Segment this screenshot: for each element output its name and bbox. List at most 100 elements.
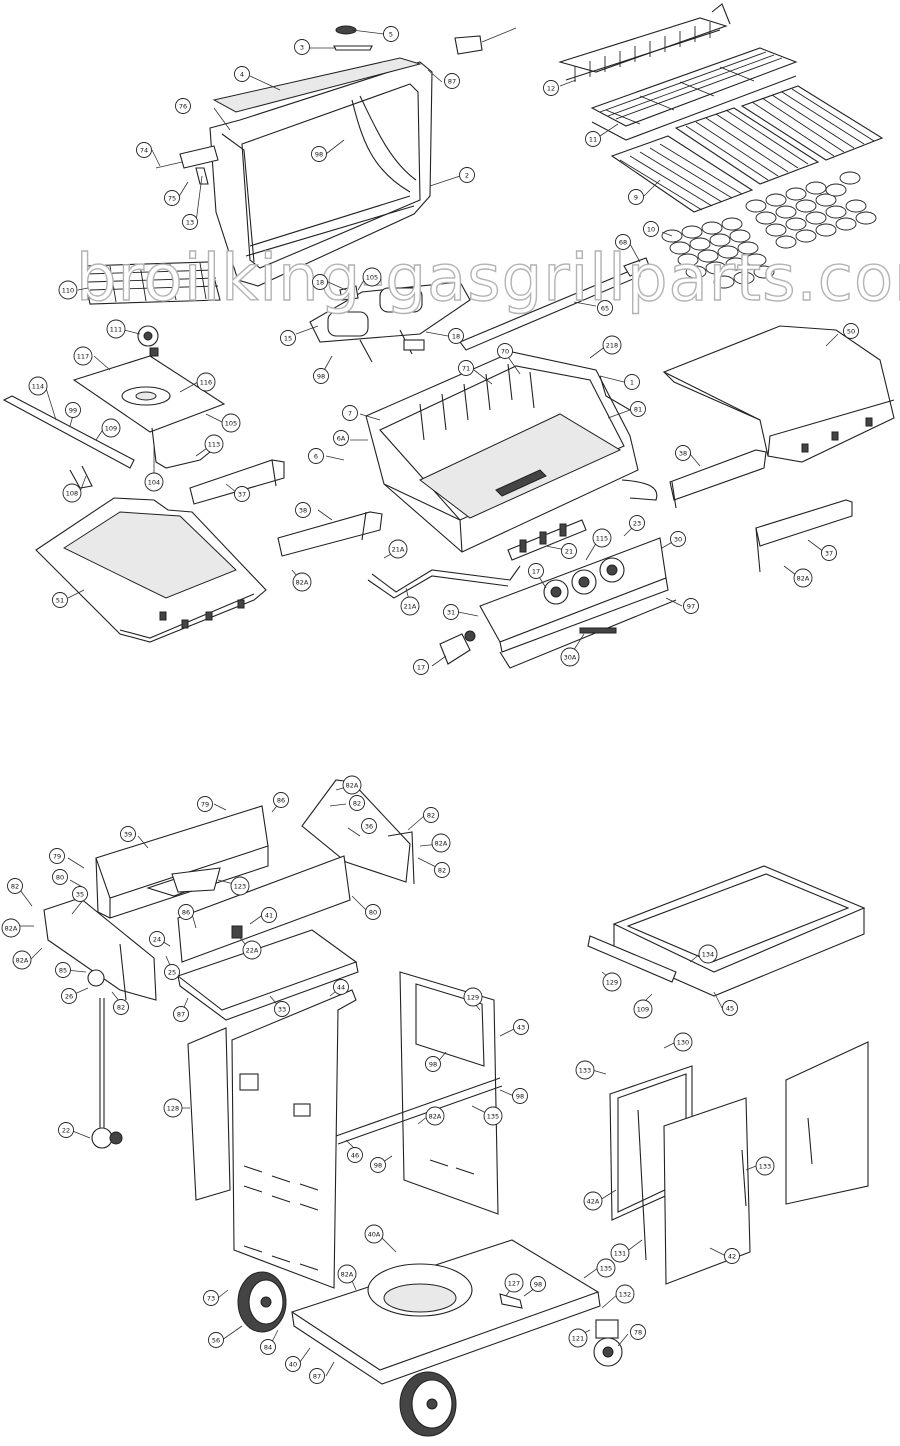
- callout-label: 25: [168, 969, 176, 977]
- callout-131: 131: [610, 1243, 630, 1263]
- callout-label: 218: [606, 342, 618, 350]
- callout-bubble: [173, 1006, 189, 1022]
- firebox: [365, 351, 658, 553]
- callout-104: 104: [144, 472, 164, 492]
- callout-76: 76: [175, 98, 191, 114]
- callout-40a: 40A: [364, 1224, 384, 1244]
- callout-label: 98: [516, 1093, 524, 1101]
- callout-33: 33: [274, 1001, 290, 1017]
- callout-87a: 87: [444, 73, 460, 89]
- callout-108: 108: [62, 483, 82, 503]
- callout-18a: 18: [312, 274, 328, 290]
- callout-117: 117: [73, 346, 93, 366]
- callout-label: 87: [177, 1011, 185, 1019]
- callout-bubble: [309, 1368, 325, 1384]
- callout-label: 45: [726, 1005, 734, 1013]
- callout-98e: 98: [370, 1157, 386, 1173]
- igniter: [439, 630, 476, 665]
- callout-98c: 98: [425, 1056, 441, 1072]
- callout-12: 12: [543, 80, 559, 96]
- callout-82e: 82: [113, 999, 129, 1015]
- callout-label: 65: [601, 305, 609, 313]
- callout-label: 99: [69, 407, 77, 415]
- callout-label: 98: [374, 1162, 382, 1170]
- callout-bubble: [592, 528, 612, 548]
- manifold: [367, 519, 587, 599]
- callout-label: 109: [105, 425, 117, 433]
- callout-bubble: [675, 445, 691, 461]
- callout-73: 73: [203, 1290, 219, 1306]
- callout-1: 1: [624, 374, 640, 390]
- callout-5: 5: [383, 26, 399, 42]
- callout-82ad: 82A: [431, 833, 451, 853]
- callout-9: 9: [628, 189, 644, 205]
- callout-label: 133: [579, 1067, 591, 1075]
- callout-6a: 6A: [333, 430, 349, 446]
- callout-label: 135: [487, 1113, 499, 1121]
- callout-label: 70: [501, 348, 509, 356]
- callout-43: 43: [513, 1019, 529, 1035]
- callout-11: 11: [585, 131, 601, 147]
- callout-21: 21: [561, 543, 577, 559]
- callout-bubble: [513, 1019, 529, 1035]
- callout-label: 105: [225, 420, 237, 428]
- callout-127: 127: [504, 1273, 524, 1293]
- callout-bubble: [504, 1273, 524, 1293]
- callout-label: 98: [429, 1061, 437, 1069]
- callout-bubble: [543, 80, 559, 96]
- callout-bubble: [425, 1056, 441, 1072]
- callout-label: 40A: [368, 1231, 381, 1239]
- callout-24: 24: [149, 931, 165, 947]
- callout-65: 65: [597, 300, 613, 316]
- callout-label: 74: [140, 147, 148, 155]
- callout-bubble: [311, 146, 327, 162]
- callout-bubble: [260, 1339, 276, 1355]
- callout-218: 218: [602, 335, 622, 355]
- callout-7: 7: [342, 405, 358, 421]
- callout-86a: 86: [273, 792, 289, 808]
- cabinet-door-right: [785, 1041, 869, 1205]
- callout-134: 134: [698, 944, 718, 964]
- callout-123: 123: [230, 876, 250, 896]
- callout-bubble: [55, 962, 71, 978]
- callout-3: 3: [294, 39, 310, 55]
- callout-82c: 82: [434, 862, 450, 878]
- callout-bubble: [65, 402, 81, 418]
- callout-bubble: [643, 221, 659, 237]
- callout-42: 42: [724, 1248, 740, 1264]
- callout-bubble: [72, 886, 88, 902]
- callout-41: 41: [261, 907, 277, 923]
- callout-bubble: [234, 66, 250, 82]
- callout-bubble: [337, 1264, 357, 1284]
- callout-label: 21A: [392, 546, 405, 554]
- callout-87b: 87: [173, 1006, 189, 1022]
- callout-label: 30: [674, 536, 682, 544]
- callout-bubble: [560, 647, 580, 667]
- callout-21a2: 21A: [400, 596, 420, 616]
- callout-bubble: [425, 1106, 445, 1126]
- callout-84: 84: [260, 1339, 276, 1355]
- callout-label: 41: [265, 912, 273, 920]
- callout-2: 2: [459, 167, 475, 183]
- callout-bubble: [208, 1332, 224, 1348]
- callout-label: 82: [117, 1004, 125, 1012]
- callout-label: 129: [467, 994, 479, 1002]
- callout-105a: 105: [362, 267, 382, 287]
- callout-label: 109: [637, 1006, 649, 1014]
- callout-bubble: [602, 972, 622, 992]
- callout-label: 40: [289, 1361, 297, 1369]
- callout-bubble: [629, 515, 645, 531]
- callout-label: 37: [238, 491, 246, 499]
- callout-bubble: [196, 372, 216, 392]
- callout-bubble: [52, 592, 68, 608]
- callout-bubble: [61, 988, 77, 1004]
- callout-label: 12: [547, 85, 555, 93]
- callout-132: 132: [615, 1284, 635, 1304]
- callout-bubble: [585, 131, 601, 147]
- callout-label: 17: [417, 664, 425, 672]
- leader-lines: [18, 29, 839, 1377]
- callout-129b: 129: [602, 972, 622, 992]
- callout-bubble: [313, 368, 329, 384]
- callout-bubble: [312, 274, 328, 290]
- callout-bubble: [273, 792, 289, 808]
